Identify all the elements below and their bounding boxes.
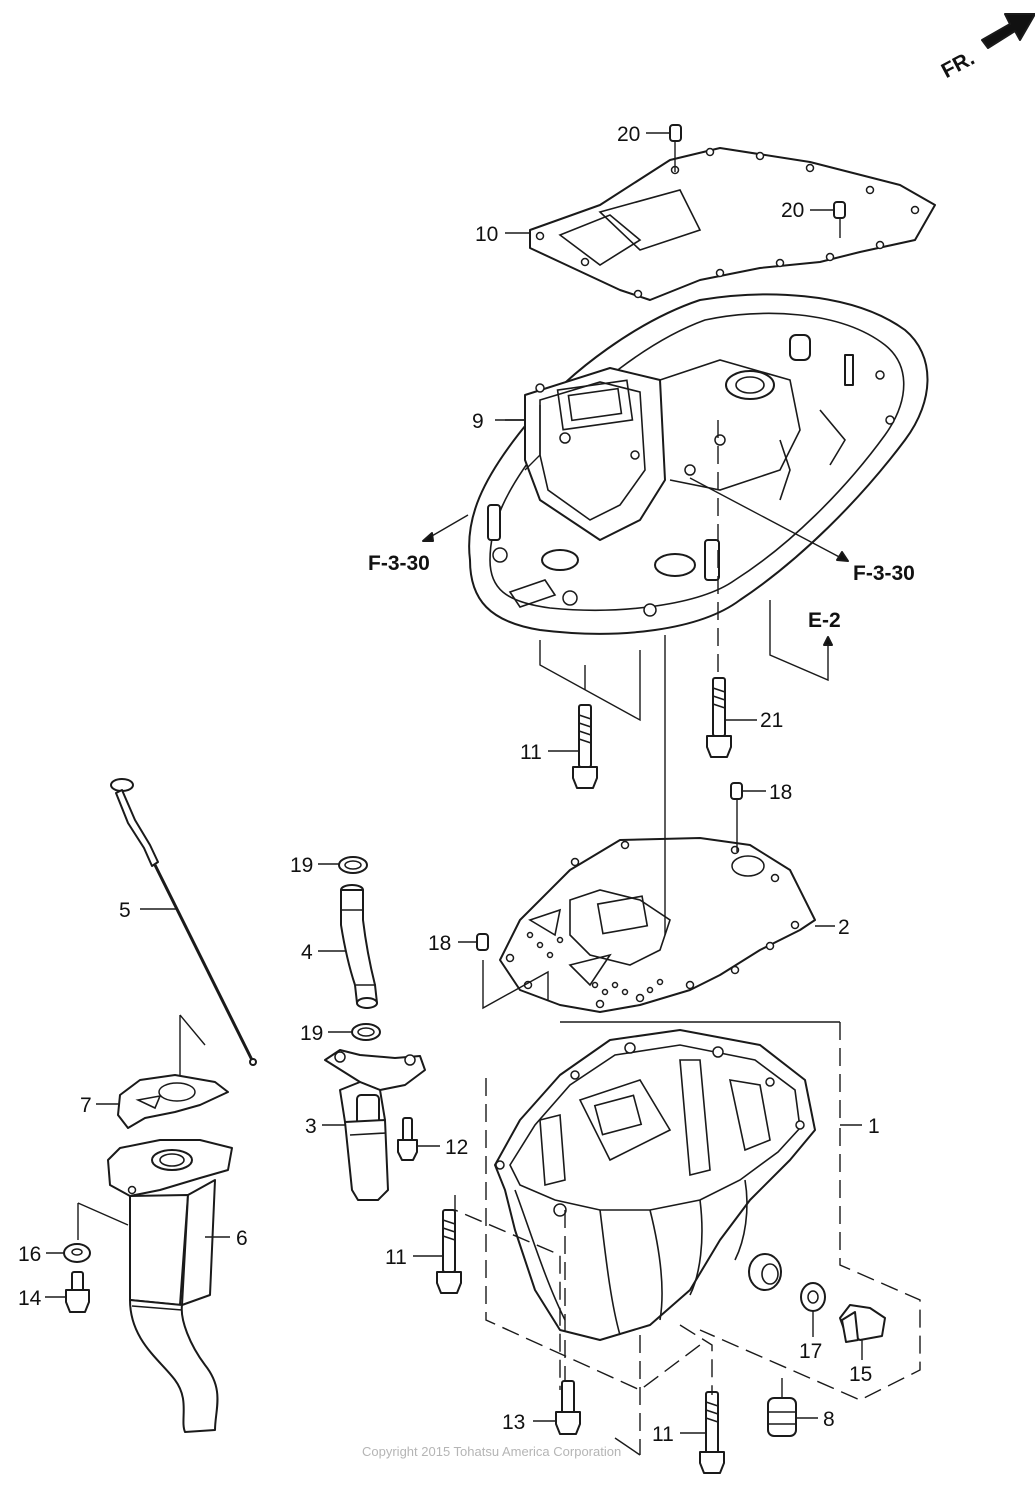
section-references: F-3-30 F-3-30 E-2 — [368, 552, 915, 632]
part-17-washer — [800, 1282, 826, 1337]
bolt-21 — [706, 677, 757, 758]
callout-11-upper: 11 — [520, 741, 542, 764]
reference-f-3-30-right: F-3-30 — [853, 562, 915, 585]
part-9-engine-holder — [468, 293, 929, 635]
callout-19-top: 19 — [290, 854, 313, 877]
part-18-dowel-pins — [458, 782, 766, 951]
bolt-11-middle — [413, 1209, 462, 1294]
reference-f-3-30-left: F-3-30 — [368, 552, 430, 575]
copyright-notice: Copyright 2015 Tohatsu America Corporati… — [362, 1444, 621, 1459]
reference-e-2: E-2 — [808, 609, 841, 632]
part-8-plug — [767, 1378, 818, 1437]
bolt-12 — [397, 1117, 440, 1161]
front-direction-indicator: FR. — [938, 13, 1035, 83]
part-1-oil-pan — [494, 1029, 816, 1341]
reference-lines — [422, 232, 921, 1456]
callout-6: 6 — [236, 1227, 248, 1250]
callout-2: 2 — [838, 916, 850, 939]
part-15-drain-plug — [839, 1304, 886, 1360]
callout-3: 3 — [305, 1115, 317, 1138]
callout-4: 4 — [301, 941, 313, 964]
callout-21: 21 — [760, 709, 783, 732]
callout-20-right: 20 — [781, 199, 804, 222]
part-5-dipstick — [110, 778, 257, 1066]
bolt-14 — [45, 1271, 90, 1313]
part-16-washer — [46, 1243, 91, 1263]
callout-16: 16 — [18, 1243, 41, 1266]
part-4-pipe — [318, 884, 378, 1009]
callout-labels: 1 2 3 4 5 6 7 8 9 10 11 11 11 12 13 14 1… — [18, 123, 880, 1446]
callout-18-left: 18 — [428, 932, 451, 955]
part-10-gasket — [529, 147, 936, 301]
callout-11-middle: 11 — [385, 1246, 407, 1269]
callout-17: 17 — [799, 1340, 822, 1363]
callout-18-top: 18 — [769, 781, 792, 804]
part-3-strainer — [322, 1049, 426, 1201]
callout-1: 1 — [868, 1115, 880, 1138]
callout-10: 10 — [475, 223, 498, 246]
callout-7: 7 — [80, 1094, 92, 1117]
callout-11-lower: 11 — [652, 1423, 674, 1446]
callout-20-top: 20 — [617, 123, 640, 146]
callout-19-bottom: 19 — [300, 1022, 323, 1045]
bolt-11-lower — [680, 1391, 725, 1474]
callout-15: 15 — [849, 1363, 872, 1386]
part-20-dowel-pins — [646, 124, 846, 238]
part-19-o-rings — [318, 856, 381, 1041]
part-7-gasket — [96, 1014, 229, 1129]
callout-9: 9 — [472, 410, 484, 433]
callout-13: 13 — [502, 1411, 525, 1434]
bolt-11-upper — [548, 704, 598, 789]
front-label: FR. — [938, 47, 979, 83]
part-2-gasket — [499, 837, 816, 1013]
callout-12: 12 — [445, 1136, 468, 1159]
callout-5: 5 — [119, 899, 131, 922]
callout-8: 8 — [823, 1408, 835, 1431]
front-arrow-icon — [981, 13, 1035, 49]
bolt-13 — [533, 1380, 581, 1435]
callout-14: 14 — [18, 1287, 42, 1310]
part-6-guide — [77, 1139, 233, 1433]
